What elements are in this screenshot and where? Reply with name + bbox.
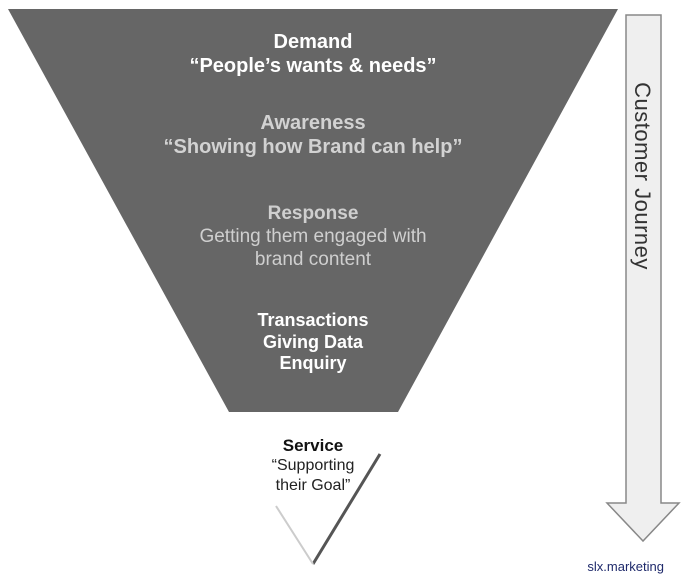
stage-demand-title: Demand: [273, 31, 353, 53]
stage-transactions: Transactions Giving Data Enquiry: [257, 310, 368, 375]
stage-service: Service “Supporting their Goal”: [272, 436, 355, 495]
service-triangle-edge-left: [275, 505, 314, 565]
stage-service-line1: “Supporting: [271, 457, 355, 475]
stage-service-title: Service: [282, 436, 344, 455]
stage-response-line1: Getting them engaged with: [199, 225, 427, 247]
stage-demand-subtitle: “People’s wants & needs”: [189, 55, 437, 77]
funnel-body: [8, 9, 618, 412]
stage-demand: Demand “People’s wants & needs”: [189, 30, 436, 78]
stage-awareness: Awareness “Showing how Brand can help”: [164, 111, 463, 159]
stage-transactions-line2: Giving Data: [262, 331, 364, 352]
stage-transactions-line3: Enquiry: [279, 353, 347, 374]
brand-watermark: slx.marketing: [587, 559, 664, 574]
service-triangle-edge-right: [311, 453, 382, 565]
stage-service-line2: their Goal”: [275, 476, 351, 494]
stage-response: Response Getting them engaged with brand…: [199, 203, 426, 271]
stage-response-line2: brand content: [254, 248, 372, 270]
stage-awareness-subtitle: “Showing how Brand can help”: [163, 136, 463, 158]
journey-arrow: [605, 14, 681, 543]
stage-transactions-line1: Transactions: [257, 310, 369, 330]
stage-response-title: Response: [267, 203, 359, 224]
service-triangle: [276, 456, 380, 564]
customer-journey-label: Customer Journey: [630, 82, 655, 270]
stage-awareness-title: Awareness: [260, 112, 366, 134]
